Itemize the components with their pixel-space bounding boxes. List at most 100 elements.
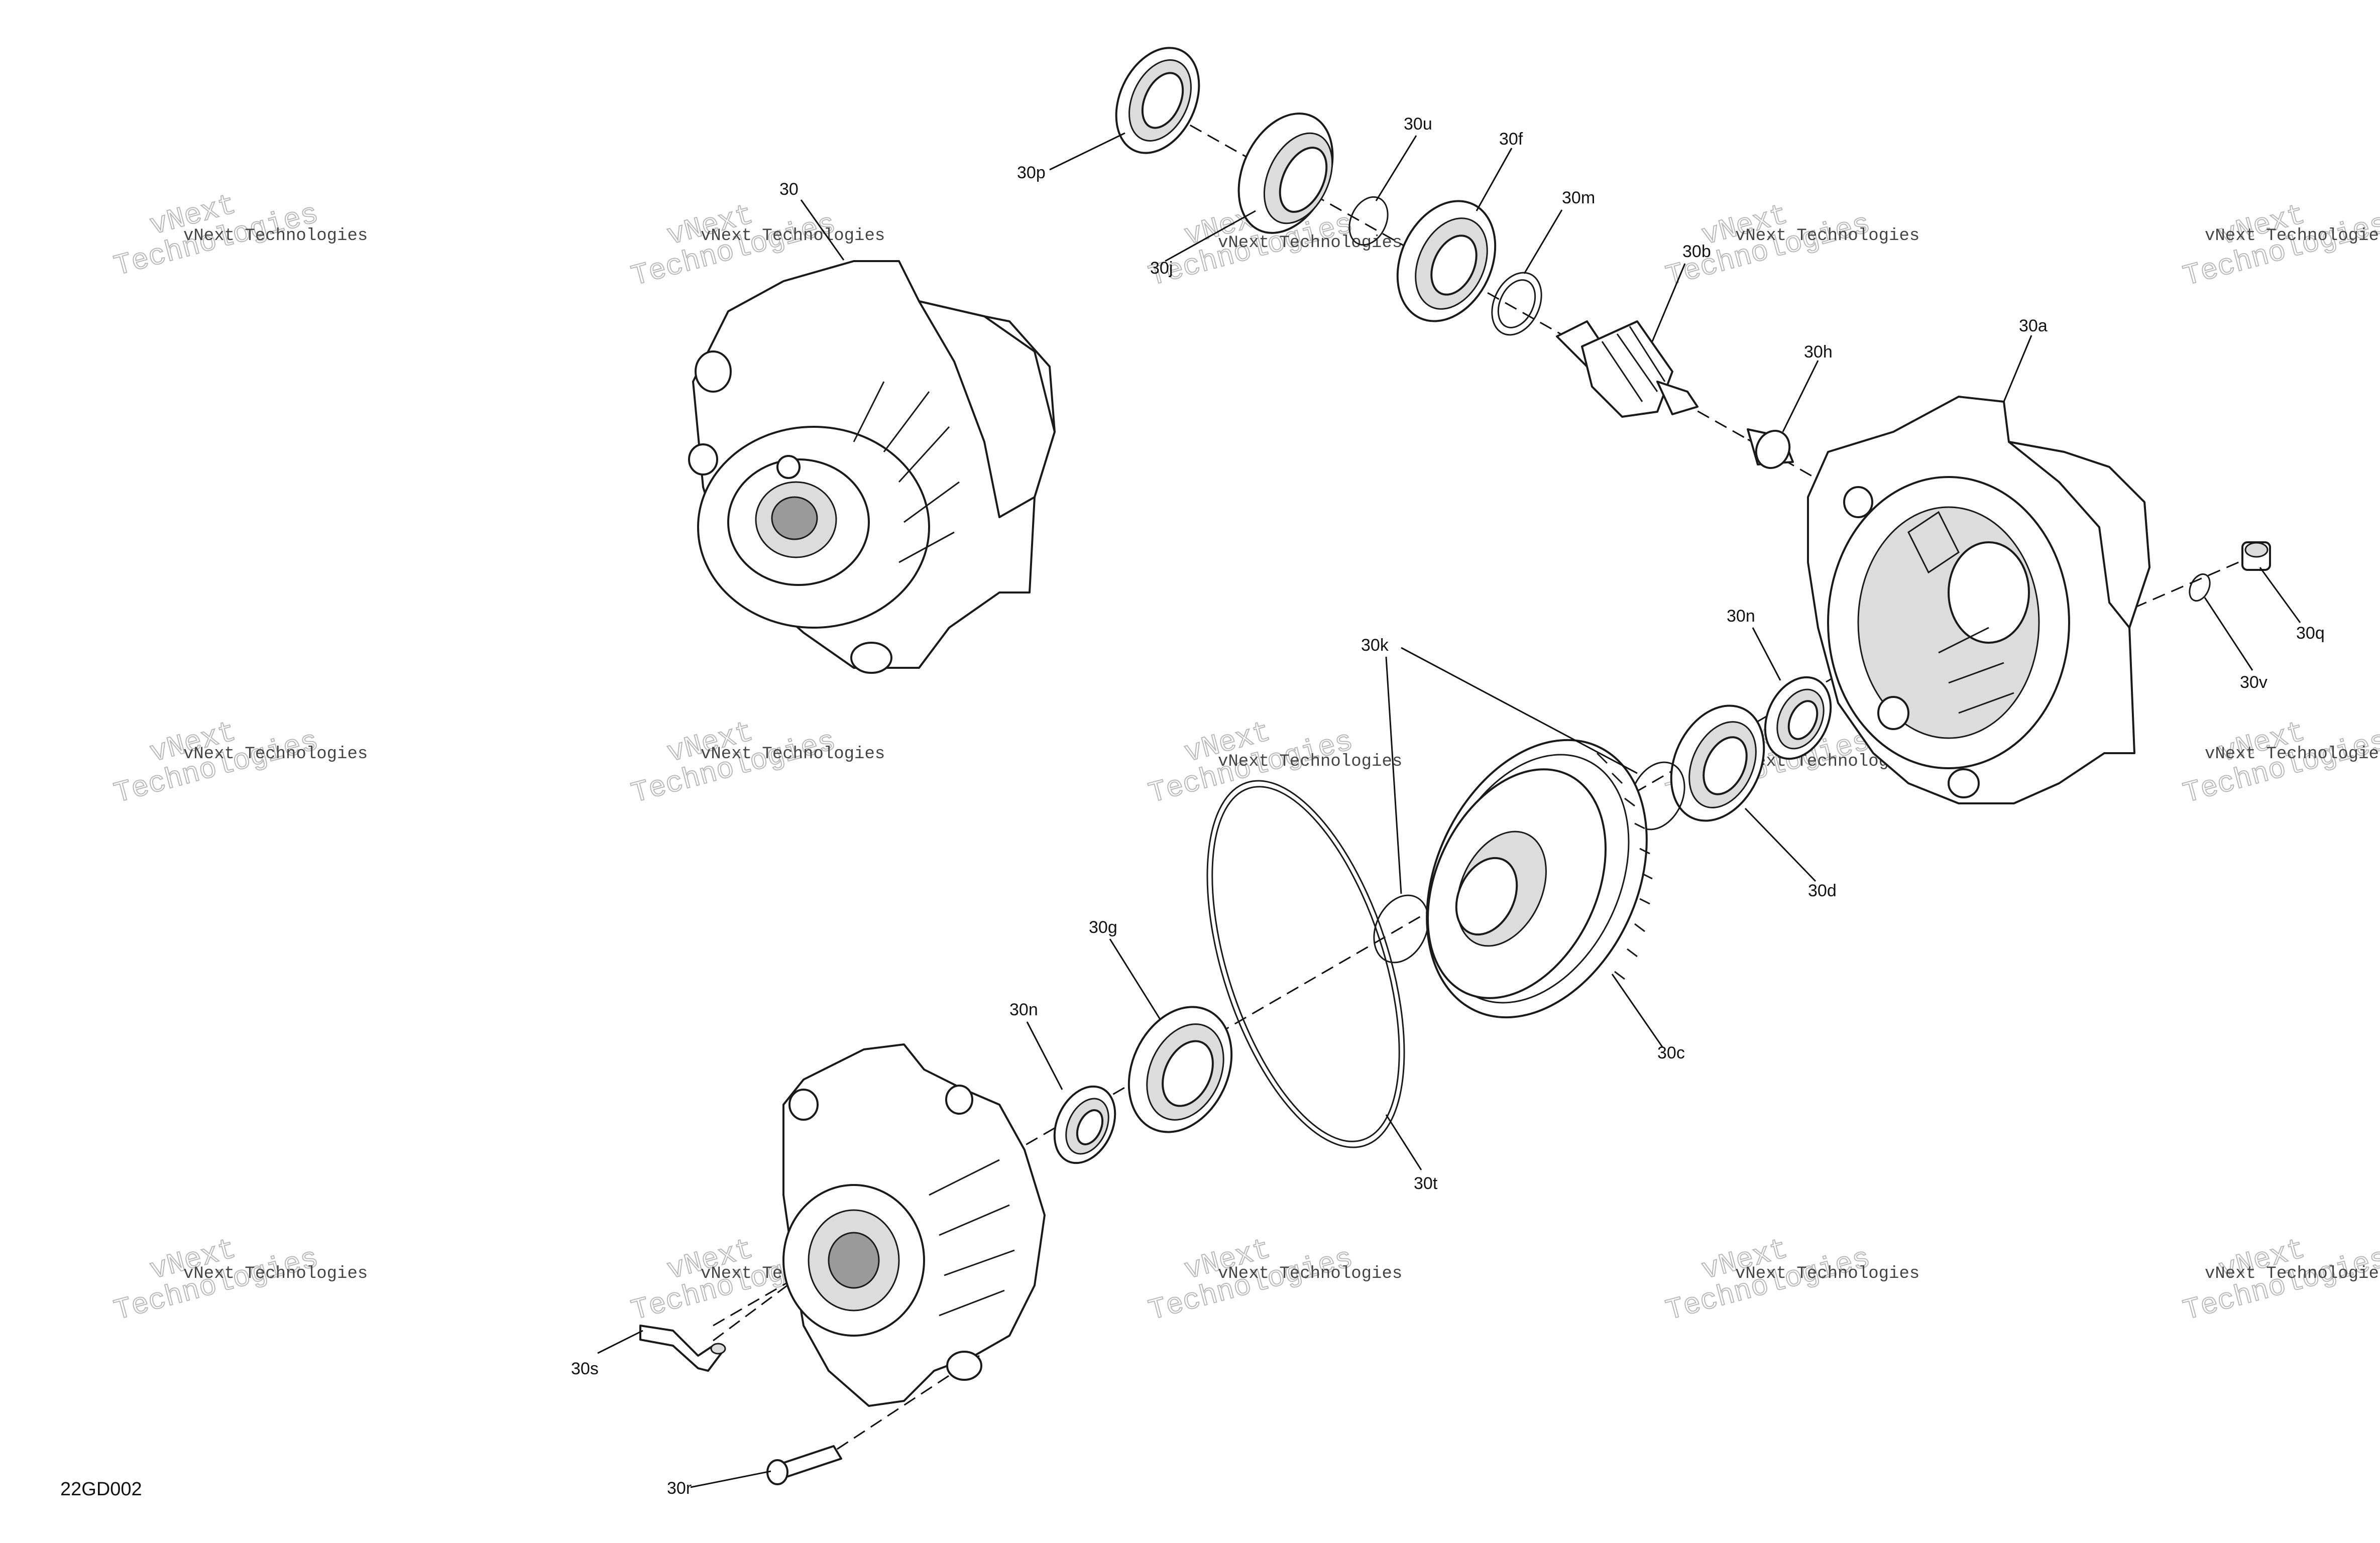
ring-gear-30c <box>1426 739 1653 1019</box>
oil-seal-30n-bottom <box>1053 1085 1116 1164</box>
drawing-id: 22GD002 <box>60 1479 142 1500</box>
seal-30p-bore <box>1141 72 1184 129</box>
ball-bearing-30f <box>1396 200 1497 322</box>
shim-30m-inner <box>1497 279 1536 328</box>
bearing-30j-bore <box>1279 147 1328 213</box>
watermark-text-3: vNext Technologies <box>1218 233 1402 253</box>
label-30j: 30j <box>1150 259 1173 278</box>
bearing-30f-bore <box>1430 234 1478 296</box>
drain-plug-30q <box>2241 541 2271 571</box>
watermark-text-8: vNext Technologies <box>1218 752 1402 771</box>
needle-30h-face <box>1755 430 1791 469</box>
label-30k: 30k <box>1361 636 1389 655</box>
ring-30c-tooth-marks <box>1596 752 1653 980</box>
lower-housing-lug-2 <box>945 1085 973 1115</box>
label-30v: 30v <box>2240 673 2268 692</box>
label-30n-bottom: 30n <box>1009 1000 1038 1019</box>
housing-30a-web <box>1907 511 1960 574</box>
leader-30p <box>1049 132 1125 171</box>
housing-half-30a <box>1807 396 2150 804</box>
leader-30t <box>1385 1114 1422 1170</box>
label-30: 30 <box>779 180 799 199</box>
leader-30r <box>690 1470 771 1488</box>
lower-housing-bore-inner <box>828 1232 880 1289</box>
housing-30-bore-inner <box>771 496 818 540</box>
snap-ring-30u <box>1348 196 1389 246</box>
watermark-text-11: vNext Technologies <box>183 1264 368 1283</box>
housing-cover-lower <box>782 1043 1046 1407</box>
housing-30-ribs <box>853 381 960 563</box>
lower-housing-lug-3 <box>946 1351 982 1381</box>
housing-30-boss <box>918 300 1056 518</box>
leader-30f <box>1476 148 1513 211</box>
label-30h: 30h <box>1804 342 1833 362</box>
ball-bearing-30d <box>1670 704 1765 822</box>
leader-30u <box>1375 135 1417 201</box>
leader-30n-top <box>1752 627 1781 681</box>
watermark-text-14: vNext Technologies <box>1735 1264 1919 1283</box>
label-30d: 30d <box>1808 881 1837 900</box>
watermark-text-7: vNext Technologies <box>701 745 885 764</box>
screw-axis <box>803 1355 980 1472</box>
watermark-text-4: vNext Technologies <box>1735 226 1919 246</box>
leader-lines <box>597 132 2301 1488</box>
leader-30m <box>1523 209 1563 274</box>
breather-tube-30s <box>639 1325 726 1372</box>
housing-30-screw-hole <box>776 455 801 479</box>
pinion-gear-30b <box>1556 320 1698 418</box>
pinion-30b-tooth-lines <box>1601 326 1666 402</box>
watermark-text-5: vNext Technologies <box>2205 226 2380 246</box>
label-30c: 30c <box>1657 1043 1685 1062</box>
bearing-cup-30j <box>1237 112 1334 234</box>
lower-housing-ribs <box>929 1159 1015 1317</box>
housing-30a-lug-1 <box>1843 486 1873 518</box>
label-30u: 30u <box>1404 114 1432 134</box>
tube-30s-body <box>639 1325 724 1372</box>
watermark-text-1: vNext Technologies <box>183 226 368 246</box>
lower-housing-lug-1 <box>788 1089 819 1121</box>
tube-30s-end <box>710 1343 726 1355</box>
leader-30v <box>2204 597 2253 671</box>
bearing-30g-bore <box>1162 1040 1214 1107</box>
label-30b: 30b <box>1682 242 1711 261</box>
callout-labels: 30 30a 30b 30c 30d 30f 30g 30h 30j 30k 3… <box>571 114 2325 1498</box>
leader-30h <box>1782 360 1819 432</box>
housing-30-lug-3 <box>850 642 892 674</box>
ring-gear-axis <box>713 677 1834 1327</box>
housing-30a-lug-2 <box>1877 696 1909 730</box>
pinion-30b-shaft <box>1656 381 1698 415</box>
ball-bearing-30g <box>1127 1006 1233 1133</box>
label-30f: 30f <box>1499 130 1523 149</box>
watermark-text-13: vNext Technologies <box>1218 1264 1402 1283</box>
oil-seal-30p <box>1115 47 1200 154</box>
needle-bearing-30h <box>1747 428 1794 469</box>
label-30p: 30p <box>1017 163 1046 182</box>
housing-30a-bearing-seat <box>1948 541 2030 644</box>
leader-30n-bottom <box>1026 1021 1063 1090</box>
housing-assembly-30 <box>688 260 1056 674</box>
leader-30q <box>2259 567 2301 623</box>
plug-30q-top <box>2244 542 2269 558</box>
leader-30 <box>800 199 845 261</box>
leader-30s <box>597 1330 643 1354</box>
washer-30v <box>2189 573 2211 602</box>
bearing-30d-bore <box>1703 736 1748 795</box>
watermark-text-2: vNext Technologies <box>701 226 885 246</box>
label-30g: 30g <box>1089 918 1117 937</box>
o-ring-30t-outer <box>1206 780 1405 1148</box>
leader-30b <box>1651 263 1686 342</box>
watermark-text-15: vNext Technologies <box>2205 1264 2380 1283</box>
label-30n-top: 30n <box>1727 607 1755 626</box>
label-30r: 30r <box>667 1479 692 1498</box>
seal-30n-bottom-bore <box>1076 1109 1104 1145</box>
washer-30v-ring <box>2189 573 2211 602</box>
label-30q: 30q <box>2296 624 2325 643</box>
leader-30c <box>1611 974 1663 1047</box>
screw-30r-head <box>766 1459 788 1485</box>
label-30m: 30m <box>1562 188 1595 207</box>
leader-30d <box>1744 807 1817 882</box>
housing-30a-boss <box>2008 441 2150 629</box>
ring-30u <box>1348 196 1389 246</box>
screw-30r <box>766 1445 842 1485</box>
